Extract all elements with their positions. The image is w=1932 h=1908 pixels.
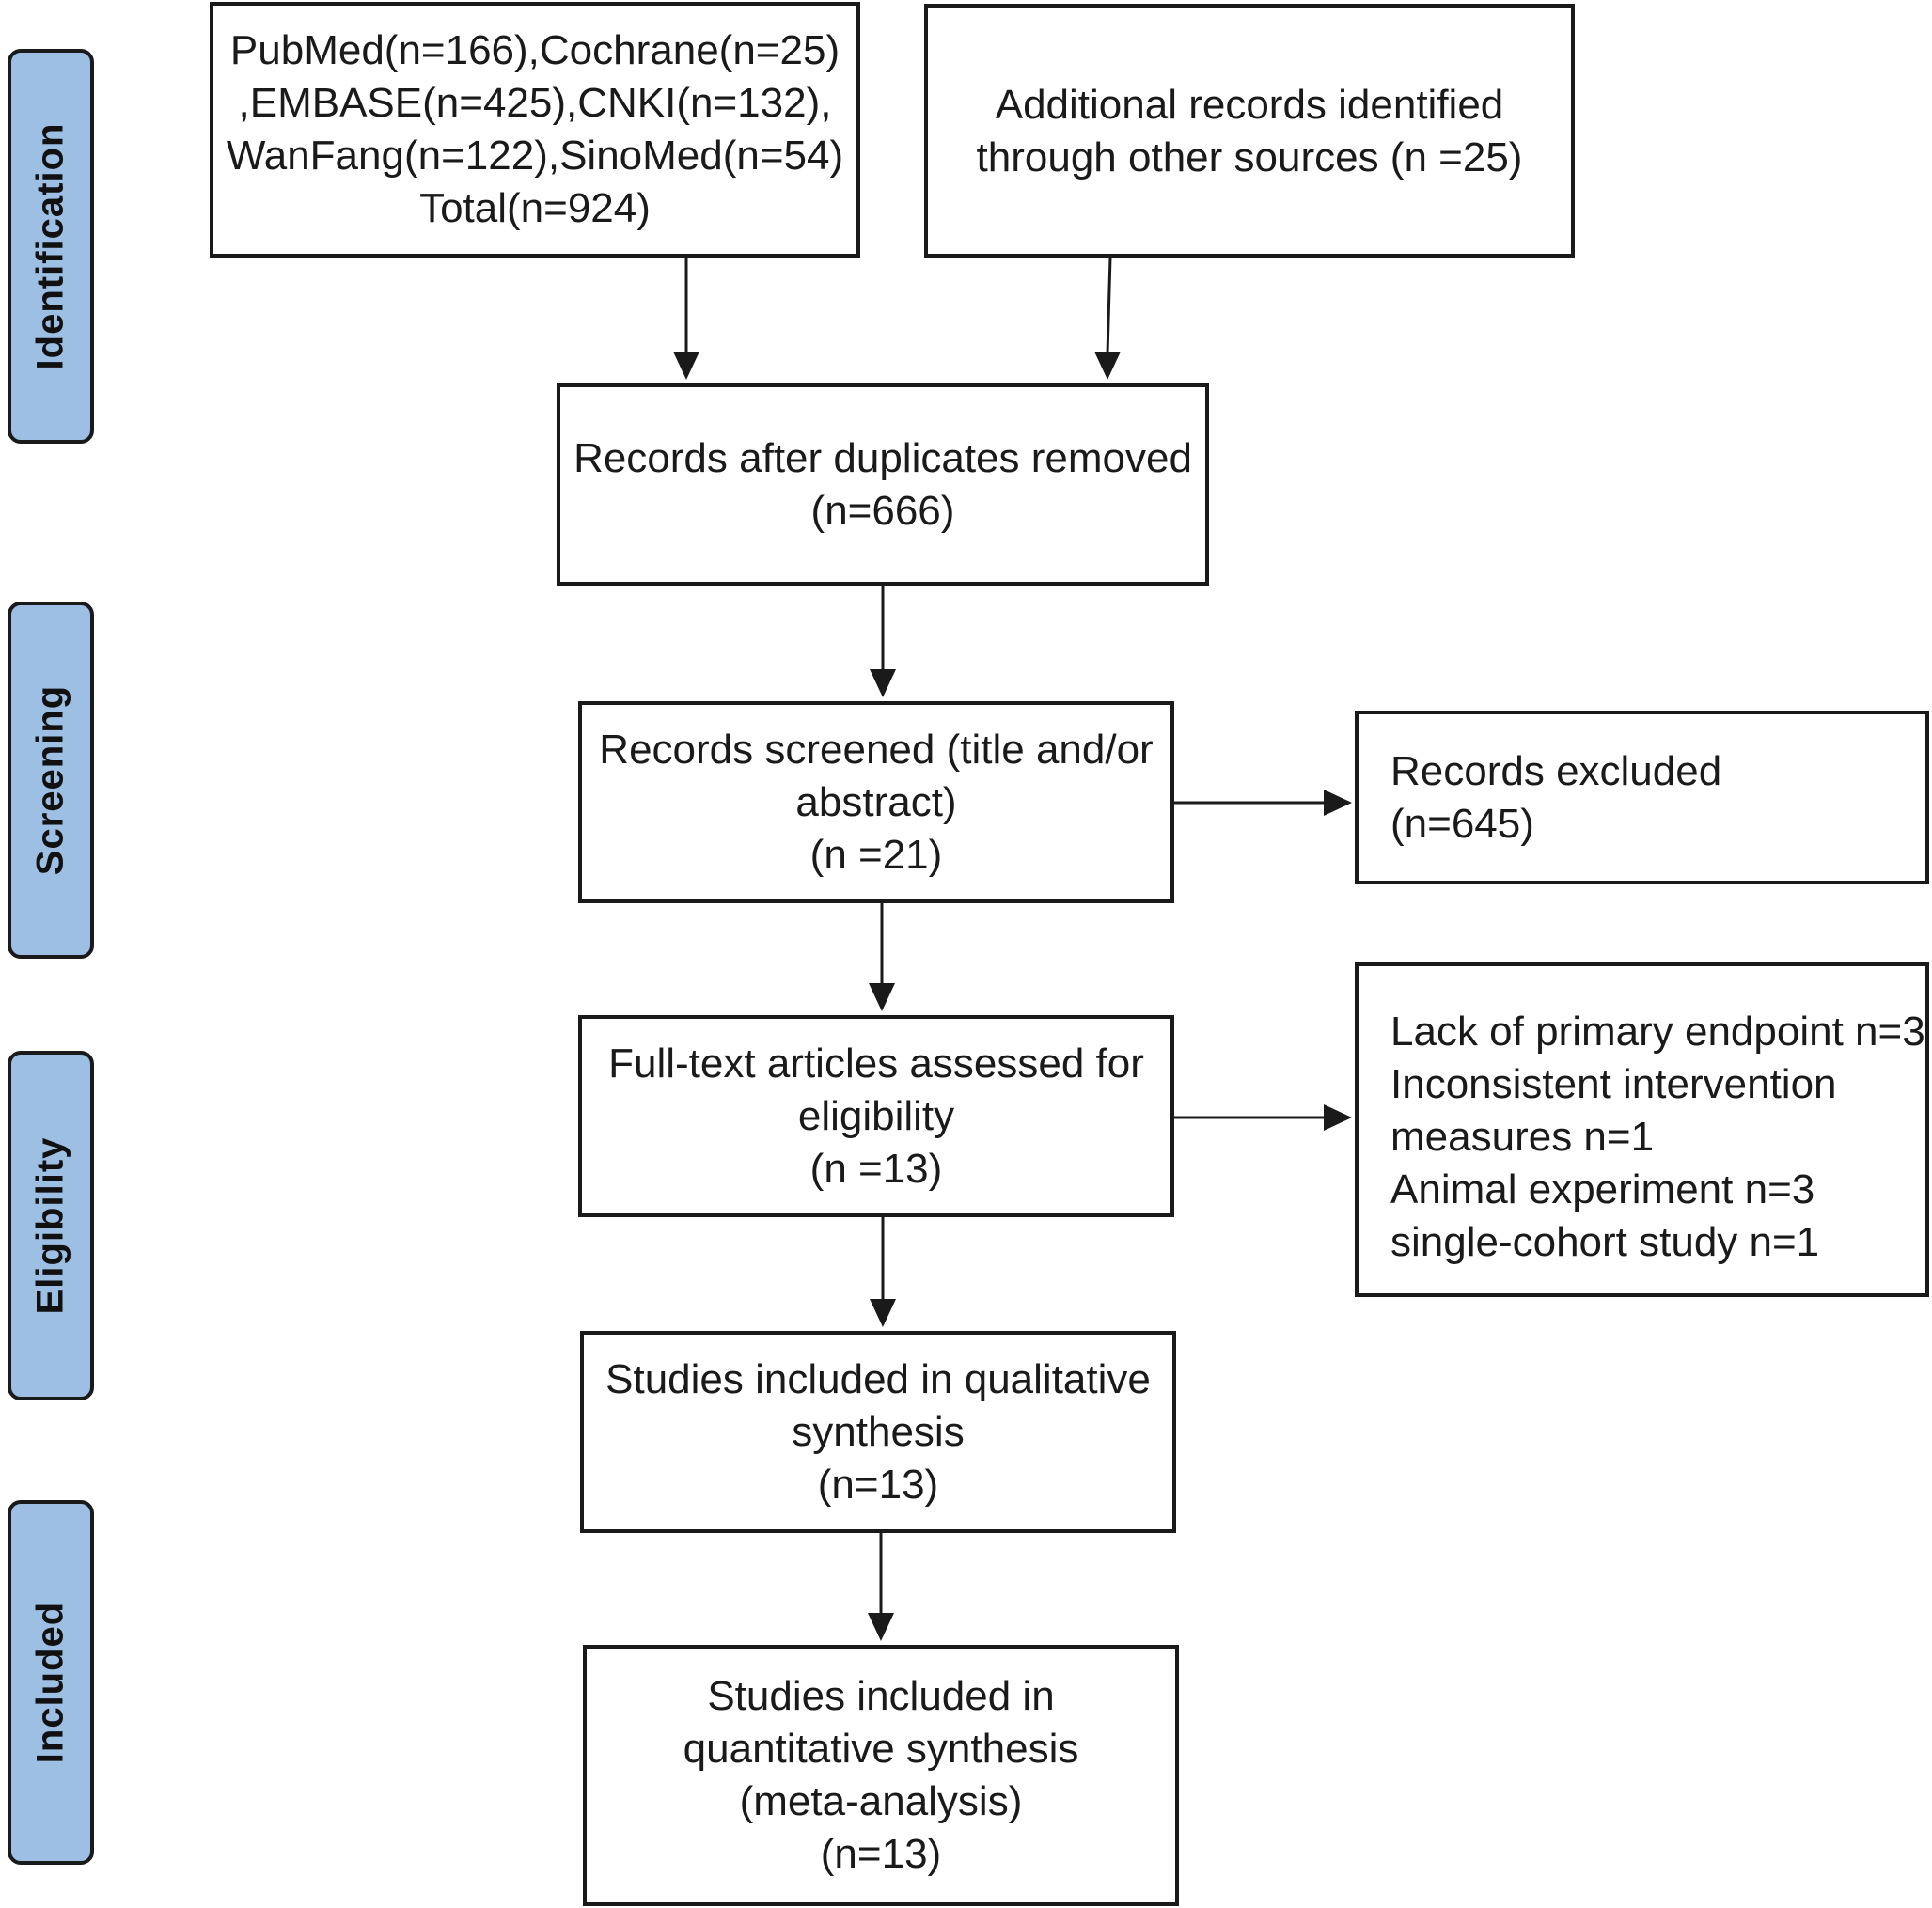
fulltext-excluded-line-5: single-cohort study n=1	[1390, 1219, 1820, 1265]
screened-line-3: (n =21)	[809, 831, 943, 878]
qualitative-line-3: (n=13)	[817, 1461, 939, 1508]
qualitative-line-1: Studies included in qualitative	[605, 1355, 1151, 1402]
excluded-line-1: Records excluded	[1390, 747, 1722, 794]
other-sources-line-2: through other sources (n =25)	[976, 134, 1523, 180]
screened-line-1: Records screened (title and/or	[599, 726, 1154, 773]
phase-identification: Identification	[8, 49, 94, 444]
arrow-other-to-duplicates	[1106, 257, 1112, 354]
fulltext-excluded-box: Lack of primary endpoint n=3 Inconsisten…	[1355, 962, 1929, 1297]
quantitative-line-1: Studies included in	[707, 1673, 1055, 1719]
duplicates-removed-box: Records after duplicates removed (n=666)	[557, 383, 1209, 586]
arrowhead-fulltext-to-qualitative	[870, 1299, 896, 1327]
fulltext-excluded-line-2: Inconsistent intervention	[1390, 1061, 1837, 1107]
other-sources-box: Additional records identified through ot…	[924, 4, 1575, 258]
arrowhead-screened-to-fulltext	[869, 983, 895, 1011]
fulltext-line-2: eligibility	[797, 1092, 955, 1139]
arrowhead-duplicates-to-screened	[870, 669, 896, 697]
phase-screening: Screening	[8, 602, 94, 959]
qualitative-synthesis-box: Studies included in qualitative synthesi…	[580, 1331, 1176, 1533]
duplicates-line-1: Records after duplicates removed	[573, 434, 1192, 481]
arrowhead-qualitative-to-quantitative	[868, 1613, 894, 1641]
quantitative-synthesis-box: Studies included in quantitative synthes…	[583, 1645, 1179, 1906]
duplicates-line-2: (n=666)	[810, 487, 955, 534]
screened-line-2: abstract)	[795, 778, 957, 825]
databases-box: PubMed(n=166),Cochrane(n=25) ,EMBASE(n=4…	[210, 2, 860, 258]
databases-line-3: WanFang(n=122),SinoMed(n=54)	[226, 133, 844, 179]
phase-eligibility: Eligibility	[8, 1051, 94, 1400]
quantitative-line-4: (n=13)	[820, 1831, 942, 1877]
records-screened-box: Records screened (title and/or abstract)…	[578, 701, 1174, 903]
quantitative-line-3: (meta-analysis)	[739, 1778, 1023, 1824]
excluded-line-2: (n=645)	[1390, 800, 1534, 847]
records-excluded-box: Records excluded (n=645)	[1355, 711, 1929, 884]
arrowhead-fulltext-to-excluded	[1324, 1104, 1352, 1131]
quantitative-line-2: quantitative synthesis	[683, 1726, 1079, 1772]
databases-line-2: ,EMBASE(n=425),CNKI(n=132),	[238, 80, 832, 126]
arrowhead-screened-to-excluded	[1324, 790, 1352, 816]
fulltext-line-3: (n =13)	[809, 1145, 943, 1192]
fulltext-excluded-line-3: measures n=1	[1390, 1114, 1655, 1160]
fulltext-line-1: Full-text articles assessed for	[608, 1040, 1144, 1087]
other-sources-line-1: Additional records identified	[995, 82, 1504, 128]
databases-line-4: Total(n=924)	[419, 185, 651, 231]
databases-line-1: PubMed(n=166),Cochrane(n=25)	[229, 27, 840, 73]
qualitative-line-2: synthesis	[792, 1408, 965, 1455]
phase-included: Included	[8, 1500, 94, 1865]
arrowhead-other-to-duplicates	[1094, 352, 1121, 380]
arrowhead-databases-to-duplicates	[673, 352, 699, 380]
fulltext-excluded-line-4: Animal experiment n=3	[1390, 1166, 1815, 1212]
fulltext-excluded-line-1: Lack of primary endpoint n=3	[1390, 1009, 1925, 1055]
fulltext-assessed-box: Full-text articles assessed for eligibil…	[578, 1015, 1174, 1217]
